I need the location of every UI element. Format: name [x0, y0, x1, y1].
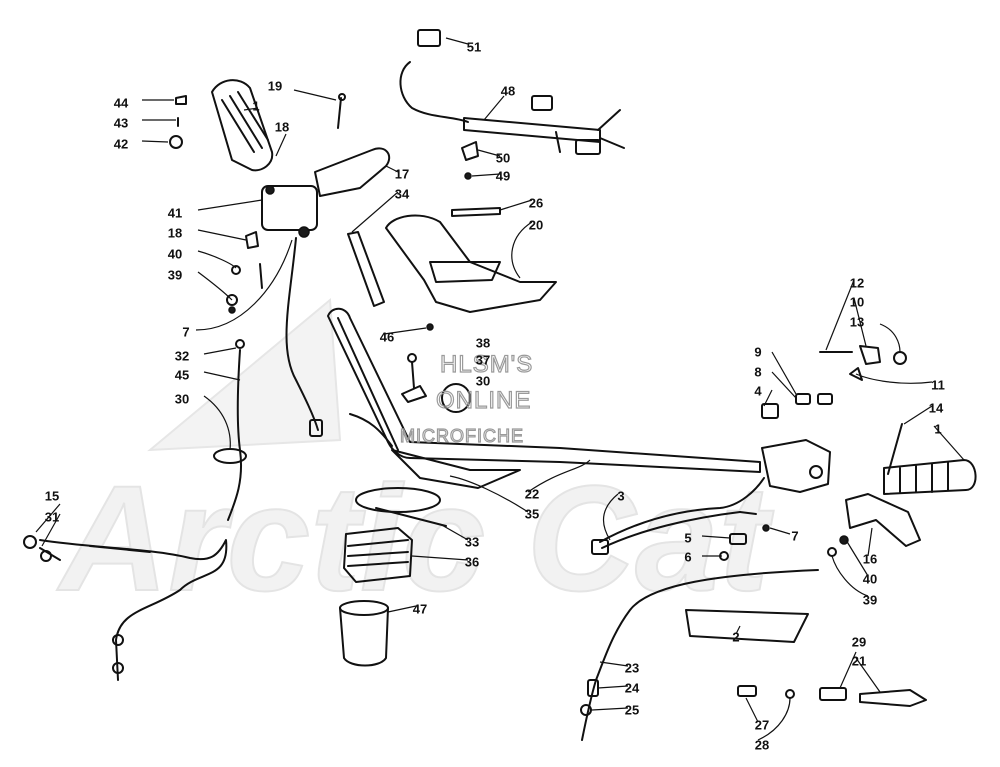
callout-c29: 29 — [852, 634, 866, 649]
callout-c34: 34 — [395, 186, 410, 201]
callout-c24: 24 — [625, 680, 640, 695]
right-cable — [580, 569, 819, 741]
bolt-14 — [887, 423, 903, 475]
watermark-line-1: HLSM'S — [440, 351, 533, 378]
callout-labels: 5148191444342185049173426204118403912101… — [45, 39, 945, 752]
callout-c13: 13 — [850, 314, 864, 329]
callout-c27: 27 — [755, 717, 769, 732]
callout-c36: 36 — [465, 554, 479, 569]
callout-c21: 21 — [852, 653, 866, 668]
callout-c43: 43 — [114, 115, 128, 130]
callout-c10: 10 — [850, 294, 864, 309]
bar-pad — [401, 353, 471, 413]
callout-c42: 42 — [114, 136, 128, 151]
pad-36 — [343, 527, 413, 583]
callout-c18a: 18 — [275, 119, 289, 134]
callout-c46: 46 — [380, 329, 394, 344]
callout-c7a: 7 — [182, 324, 189, 339]
callout-c28: 28 — [755, 737, 769, 752]
callout-c17: 17 — [395, 166, 409, 181]
callout-c35: 35 — [525, 506, 539, 521]
callout-c18b: 18 — [168, 225, 182, 240]
callout-c1b: 1 — [934, 421, 941, 436]
brand-watermark: Arctic Cat — [55, 297, 776, 623]
callout-c49: 49 — [496, 168, 510, 183]
switch-34 — [347, 231, 385, 307]
callout-c9: 9 — [754, 344, 761, 359]
left-brake-cable — [285, 237, 319, 431]
callout-c32: 32 — [175, 348, 189, 363]
callout-c31: 31 — [45, 509, 59, 524]
wire-harness-3 — [591, 477, 765, 555]
right-grip — [883, 459, 977, 495]
watermark-line-2: ONLINE — [436, 387, 531, 414]
callout-c4: 4 — [754, 383, 762, 398]
callout-c5: 5 — [684, 530, 691, 545]
right-control-housing — [761, 393, 833, 493]
cable-end-parts — [737, 685, 927, 707]
bolt-19 — [337, 97, 342, 129]
callout-c40b: 40 — [863, 571, 877, 586]
callout-c2: 2 — [732, 629, 739, 644]
callout-c3: 3 — [617, 488, 624, 503]
watermark-skyline-icon — [147, 297, 342, 452]
callout-c50: 50 — [496, 150, 510, 165]
handlebar-cover — [385, 207, 557, 313]
callout-c11: 11 — [931, 377, 945, 392]
switch-harness — [399, 29, 625, 155]
brake-lever — [845, 493, 921, 547]
hardware-left-stack — [169, 95, 187, 149]
callout-c30b: 30 — [175, 391, 189, 406]
sleeve-47 — [339, 600, 389, 667]
leader-lines — [35, 37, 965, 741]
callout-c1a: 1 — [252, 98, 259, 113]
callout-c23: 23 — [625, 660, 639, 675]
callout-c40a: 40 — [168, 246, 182, 261]
callout-c39a: 39 — [168, 267, 182, 282]
microfiche-watermark: HLSM'S ONLINE MICROFICHE — [399, 350, 533, 446]
callout-c7b: 7 — [791, 528, 798, 543]
callout-c38: 38 — [476, 335, 490, 350]
callout-c16: 16 — [863, 551, 877, 566]
clamp-33 — [355, 487, 441, 513]
callout-c26: 26 — [529, 195, 543, 210]
callout-c19: 19 — [268, 78, 282, 93]
callout-c30a: 30 — [476, 373, 490, 388]
callout-c20: 20 — [529, 217, 543, 232]
callout-c37: 37 — [476, 352, 490, 367]
throttle-cable — [23, 339, 247, 681]
callout-c6: 6 — [684, 549, 691, 564]
callout-c12: 12 — [850, 275, 864, 290]
callout-c45: 45 — [175, 367, 189, 382]
watermark-line-3: MICROFICHE — [400, 426, 524, 446]
brand-watermark-text: Arctic Cat — [56, 454, 775, 622]
hardware-left-lower — [226, 231, 263, 314]
left-grip — [211, 79, 274, 172]
callout-c44: 44 — [114, 95, 129, 110]
right-lever-hardware — [819, 345, 907, 381]
callout-c8: 8 — [754, 364, 761, 379]
callout-c25: 25 — [625, 702, 639, 717]
callout-c14: 14 — [929, 400, 944, 415]
callout-c47: 47 — [413, 601, 427, 616]
throttle-lever — [261, 147, 391, 238]
callout-c33: 33 — [465, 534, 479, 549]
connector-5 — [729, 533, 747, 545]
callout-c51: 51 — [467, 39, 481, 54]
callout-c15: 15 — [45, 488, 59, 503]
callout-c22: 22 — [525, 486, 539, 501]
callout-c41: 41 — [168, 205, 182, 220]
handlebar — [327, 307, 761, 489]
connector-50 — [461, 141, 479, 161]
callout-c39b: 39 — [863, 592, 877, 607]
callout-c48: 48 — [501, 83, 515, 98]
